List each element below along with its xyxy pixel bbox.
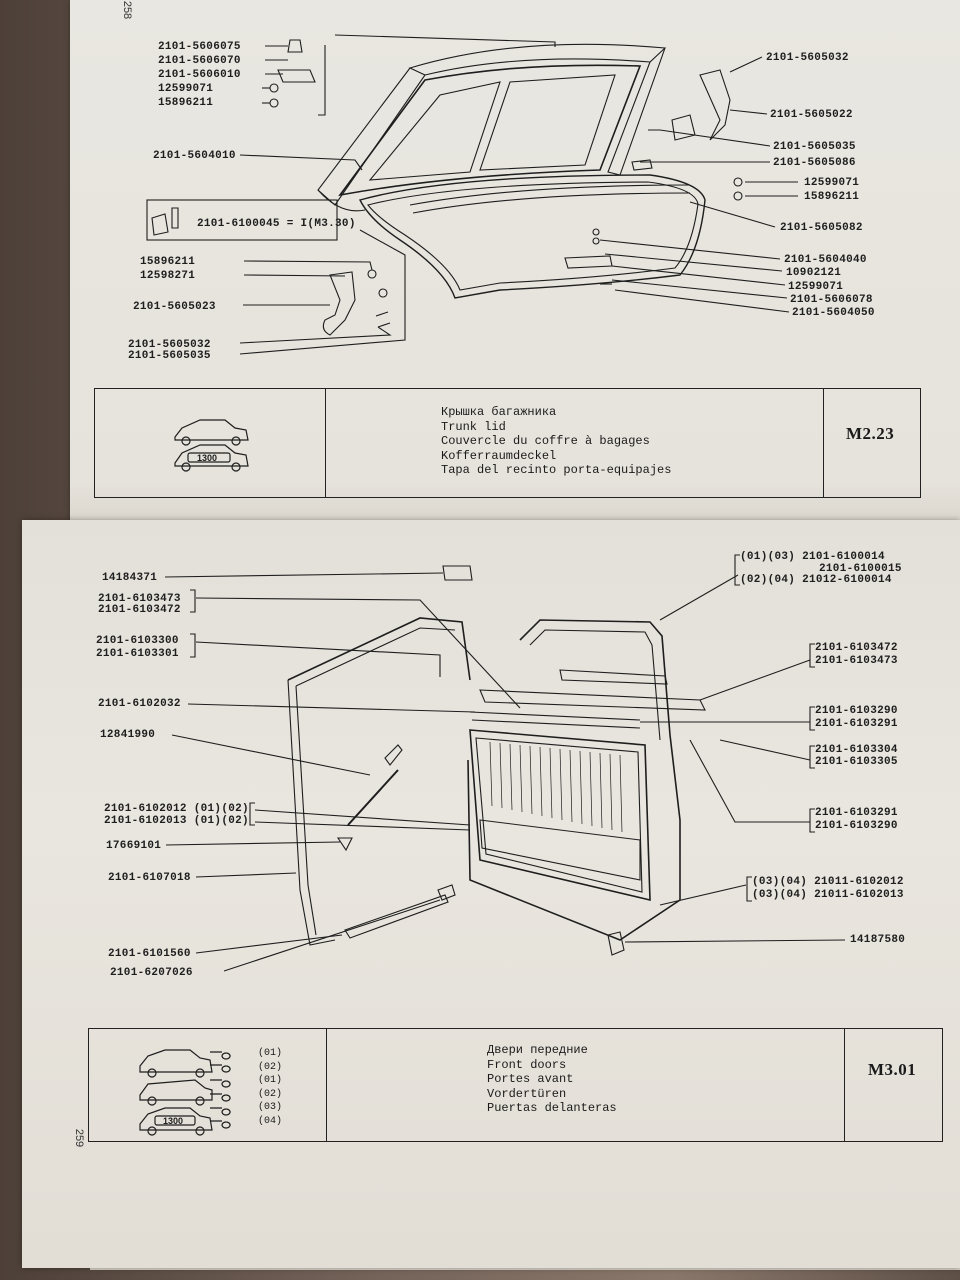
part-label: 2101-5605035 bbox=[773, 141, 856, 153]
part-label: 2101-6103304 bbox=[815, 744, 898, 756]
part-label: 12841990 bbox=[100, 729, 156, 741]
caption-top: Крышка багажника Trunk lid Couvercle du … bbox=[441, 405, 672, 477]
part-label: 14187580 bbox=[850, 934, 906, 946]
part-label: 12599071 bbox=[788, 281, 844, 293]
part-label: 2101-5605035 bbox=[128, 350, 211, 362]
page-front-doors bbox=[22, 520, 960, 1268]
caption-box-top bbox=[94, 388, 921, 498]
part-label: 2101-5605086 bbox=[773, 157, 856, 169]
part-label: 2101-5605022 bbox=[770, 109, 853, 121]
front-doors-drawing bbox=[164, 554, 846, 972]
part-label: 2101-5604050 bbox=[792, 307, 875, 319]
part-label: 2101-6102032 bbox=[98, 698, 181, 710]
part-label: 2101-6101560 bbox=[108, 948, 191, 960]
part-label: 2101-5605082 bbox=[780, 222, 863, 234]
caption-bottom: Двери передние Front doors Portes avant … bbox=[487, 1043, 617, 1115]
part-label: 2101-5605032 bbox=[766, 52, 849, 64]
part-label: 2101-6103473 bbox=[98, 593, 181, 605]
badge-1300-bottom: 1300 bbox=[163, 1116, 183, 1126]
caption-box-bottom bbox=[88, 1028, 943, 1142]
car-icons-bottom bbox=[139, 1049, 231, 1136]
part-label: 2101-5604010 bbox=[153, 150, 236, 162]
part-label: (02)(04) 21012-6100014 bbox=[740, 574, 892, 586]
variant-codes: (01) (02) (01) (02) (03) (04) bbox=[258, 1048, 283, 1127]
part-label: 2101-6207026 bbox=[110, 967, 193, 979]
part-label: 2101-5604040 bbox=[784, 254, 867, 266]
part-label: 15896211 bbox=[140, 256, 196, 268]
part-label: 12598271 bbox=[140, 270, 196, 282]
part-label: (03)(04) 21011-6102012 bbox=[752, 876, 904, 888]
part-label: (01)(03) 2101-6100014 bbox=[740, 551, 885, 563]
page-trunk-lid bbox=[70, 0, 960, 535]
part-label: 2101-5606078 bbox=[790, 294, 873, 306]
part-label: 2101-6103472 bbox=[815, 642, 898, 654]
part-label: 10902121 bbox=[786, 267, 842, 279]
part-label: 2101-5606075 bbox=[158, 41, 241, 53]
part-label: 2101-5606070 bbox=[158, 55, 241, 67]
trunk-lid-drawing bbox=[146, 34, 798, 355]
part-label: 2101-6102013 (01)(02) bbox=[104, 815, 249, 827]
badge-1300-top: 1300 bbox=[197, 453, 217, 463]
part-label: 2101-6103472 bbox=[98, 604, 181, 616]
part-label: (03)(04) 21011-6102013 bbox=[752, 889, 904, 901]
part-label: 2101-5605032 bbox=[128, 339, 211, 351]
part-label: 2101-6107018 bbox=[108, 872, 191, 884]
part-label: 2101-6103290 bbox=[815, 820, 898, 832]
inset-label: 2101-6100045 = I(M3.30) bbox=[197, 218, 356, 230]
part-label: 2101-6103305 bbox=[815, 756, 898, 768]
part-label: 2101-5606010 bbox=[158, 69, 241, 81]
part-label: 2101-6103291 bbox=[815, 807, 898, 819]
part-label: 2101-6102012 (01)(02) bbox=[104, 803, 249, 815]
part-label: 15896211 bbox=[158, 97, 214, 109]
part-label: 2101-5605023 bbox=[133, 301, 216, 313]
part-label: 2101-6103301 bbox=[96, 648, 179, 660]
part-label: 12599071 bbox=[158, 83, 214, 95]
part-label: 2101-6103290 bbox=[815, 705, 898, 717]
part-label: 2101-6103300 bbox=[96, 635, 179, 647]
car-icons-top bbox=[174, 419, 249, 472]
section-code-bottom: M3.01 bbox=[868, 1060, 917, 1079]
part-label: 2101-6100015 bbox=[819, 563, 902, 575]
part-label: 14184371 bbox=[102, 572, 158, 584]
part-label: 15896211 bbox=[804, 191, 860, 203]
part-label: 12599071 bbox=[804, 177, 860, 189]
part-label: 2101-6103473 bbox=[815, 655, 898, 667]
part-label: 17669101 bbox=[106, 840, 162, 852]
section-code-top: M2.23 bbox=[846, 424, 895, 443]
part-label: 2101-6103291 bbox=[815, 718, 898, 730]
